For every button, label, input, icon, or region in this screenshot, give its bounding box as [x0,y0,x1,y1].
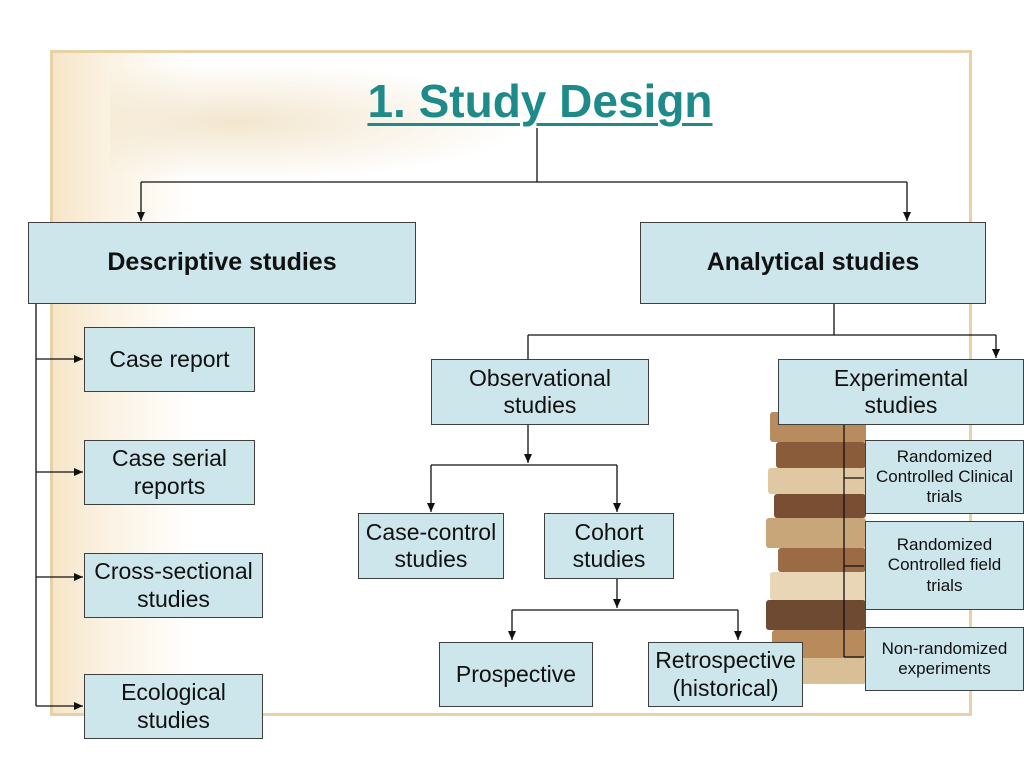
ecological-studies-box: Ecological studies [84,674,263,739]
retrospective-label: Retrospective (historical) [655,647,796,701]
retrospective-box: Retrospective (historical) [648,642,803,707]
rct-clinical-box: Randomized Controlled Clinical trials [865,440,1024,514]
analytical-studies-box: Analytical studies [640,222,986,304]
background-wash [110,62,530,182]
book-stack-image [766,412,866,684]
prospective-label: Prospective [455,660,577,687]
case-report-label: Case report [109,345,230,372]
cohort-studies-label: Cohort studies [572,518,646,572]
case-control-studies-label: Case-control studies [365,518,497,572]
case-serial-reports-label: Case serial reports [111,445,228,499]
rct-clinical-label: Randomized Controlled Clinical trials [875,446,1013,507]
descriptive-studies-label: Descriptive studies [107,248,337,277]
observational-studies-label: Observational studies [469,364,611,418]
observational-studies-box: Observational studies [431,359,649,425]
rct-field-box: Randomized Controlled field trials [865,521,1024,610]
non-randomized-label: Non-randomized experiments [881,638,1008,678]
experimental-studies-box: Experimental studies [778,359,1024,425]
cross-sectional-studies-label: Cross-sectional studies [94,558,253,612]
non-randomized-box: Non-randomized experiments [865,627,1024,691]
case-control-studies-box: Case-control studies [358,513,504,579]
rct-field-label: Randomized Controlled field trials [887,535,1002,595]
cross-sectional-studies-box: Cross-sectional studies [84,553,263,618]
ecological-studies-label: Ecological studies [121,679,226,733]
case-report-box: Case report [84,327,255,392]
slide-title: 1. Study Design [367,75,713,127]
analytical-studies-label: Analytical studies [706,248,920,277]
descriptive-studies-box: Descriptive studies [28,222,416,304]
prospective-box: Prospective [439,642,593,707]
experimental-studies-label: Experimental studies [833,364,969,418]
cohort-studies-box: Cohort studies [544,513,674,579]
case-serial-reports-box: Case serial reports [84,440,255,505]
